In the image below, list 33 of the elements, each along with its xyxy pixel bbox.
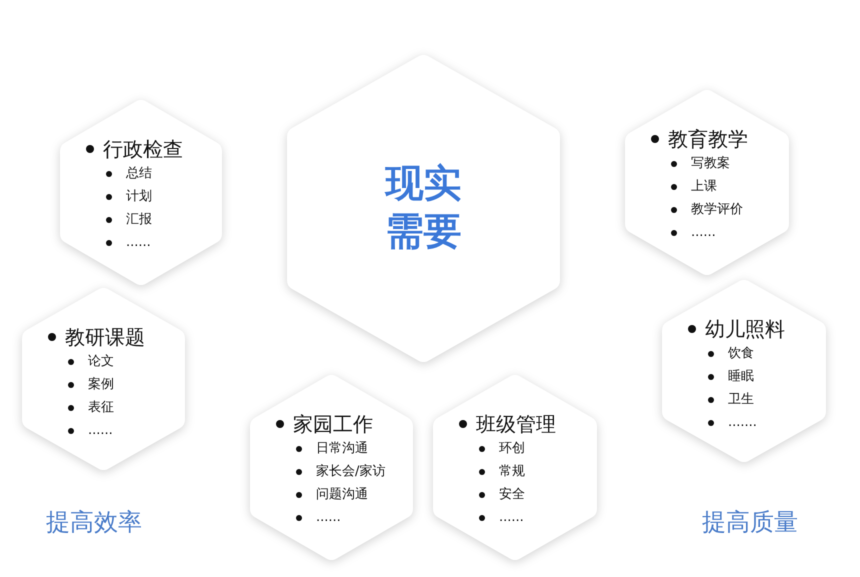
- list-item: 案例: [88, 376, 114, 394]
- list-item: 饮食: [728, 345, 754, 363]
- list-item: 写教案: [691, 155, 730, 173]
- list-item: 上课: [691, 178, 717, 196]
- list-item: ......: [126, 234, 151, 252]
- heading: 教研课题: [65, 324, 145, 350]
- list-item: 表征: [88, 399, 114, 417]
- heading: 教育教学: [668, 126, 748, 152]
- list-item: 睡眠: [728, 368, 754, 386]
- list-item: 问题沟通: [316, 486, 368, 504]
- list-item: 卫生: [728, 391, 754, 409]
- list-item: 安全: [499, 486, 525, 504]
- list-item: 教学评价: [691, 201, 743, 219]
- list-item: ......: [88, 422, 113, 440]
- heading: 班级管理: [476, 411, 556, 437]
- list-item: 环创: [499, 440, 525, 458]
- list-item: ......: [316, 509, 341, 527]
- list-item: 计划: [126, 188, 152, 206]
- title-text: 现实需要: [384, 160, 462, 254]
- heading: 家园工作: [293, 411, 373, 437]
- list-item: ......: [691, 224, 716, 242]
- list-item: 日常沟通: [316, 440, 368, 458]
- list-item: 论文: [88, 353, 114, 371]
- list-item: 常规: [499, 463, 525, 481]
- heading: 行政检查: [103, 136, 183, 162]
- goal-label: 提高效率: [46, 507, 142, 538]
- list-item: 汇报: [126, 211, 152, 229]
- list-item: ......: [499, 509, 524, 527]
- goal-label: 提高质量: [702, 507, 798, 538]
- heading: 幼儿照料: [705, 316, 785, 342]
- list-item: 家长会/家访: [316, 463, 386, 481]
- list-item: 总结: [126, 165, 152, 183]
- list-item: .......: [728, 414, 757, 432]
